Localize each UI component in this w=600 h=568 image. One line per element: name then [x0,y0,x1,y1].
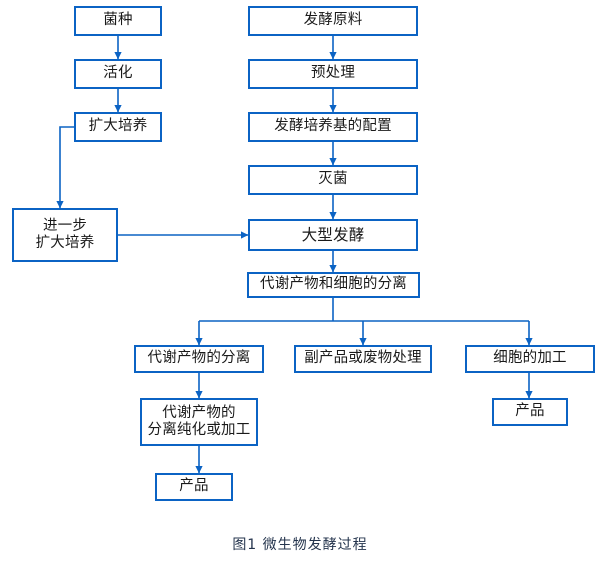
node-xibao-de-jiagong[interactable]: 细胞的加工 [465,345,595,373]
node-daixie-chanwu-fenli-chunhua-huo-jiagong[interactable]: 代谢产物的 分离纯化或加工 [140,398,258,446]
edge-kuoda-to-jinyibu [56,126,74,209]
node-fajiao-peiyangji-peizhi[interactable]: 发酵培养基的配置 [248,112,418,142]
node-yuchuli[interactable]: 预处理 [248,59,418,89]
node-huohua[interactable]: 活化 [74,59,162,89]
node-miejun[interactable]: 灭菌 [248,165,418,195]
node-daixie-chanwu-he-xibao-fenli[interactable]: 代谢产物和细胞的分离 [247,272,420,298]
figure-caption: 图1 微生物发酵过程 [232,537,368,553]
node-fajiao-yuanliao[interactable]: 发酵原料 [248,6,418,36]
node-chanpin-left[interactable]: 产品 [155,473,233,501]
node-kuoda-peiyang[interactable]: 扩大培养 [74,112,162,142]
node-junzhong[interactable]: 菌种 [74,6,162,36]
node-jinyibu-kuoda-peiyang[interactable]: 进一步 扩大培养 [12,208,118,262]
node-daixie-chanwu-fenli[interactable]: 代谢产物的分离 [134,345,264,373]
node-daxing-fajiao[interactable]: 大型发酵 [248,219,418,251]
node-fuchanpin-huo-feiwu-chuli[interactable]: 副产品或废物处理 [294,345,432,373]
node-chanpin-right[interactable]: 产品 [492,398,568,426]
